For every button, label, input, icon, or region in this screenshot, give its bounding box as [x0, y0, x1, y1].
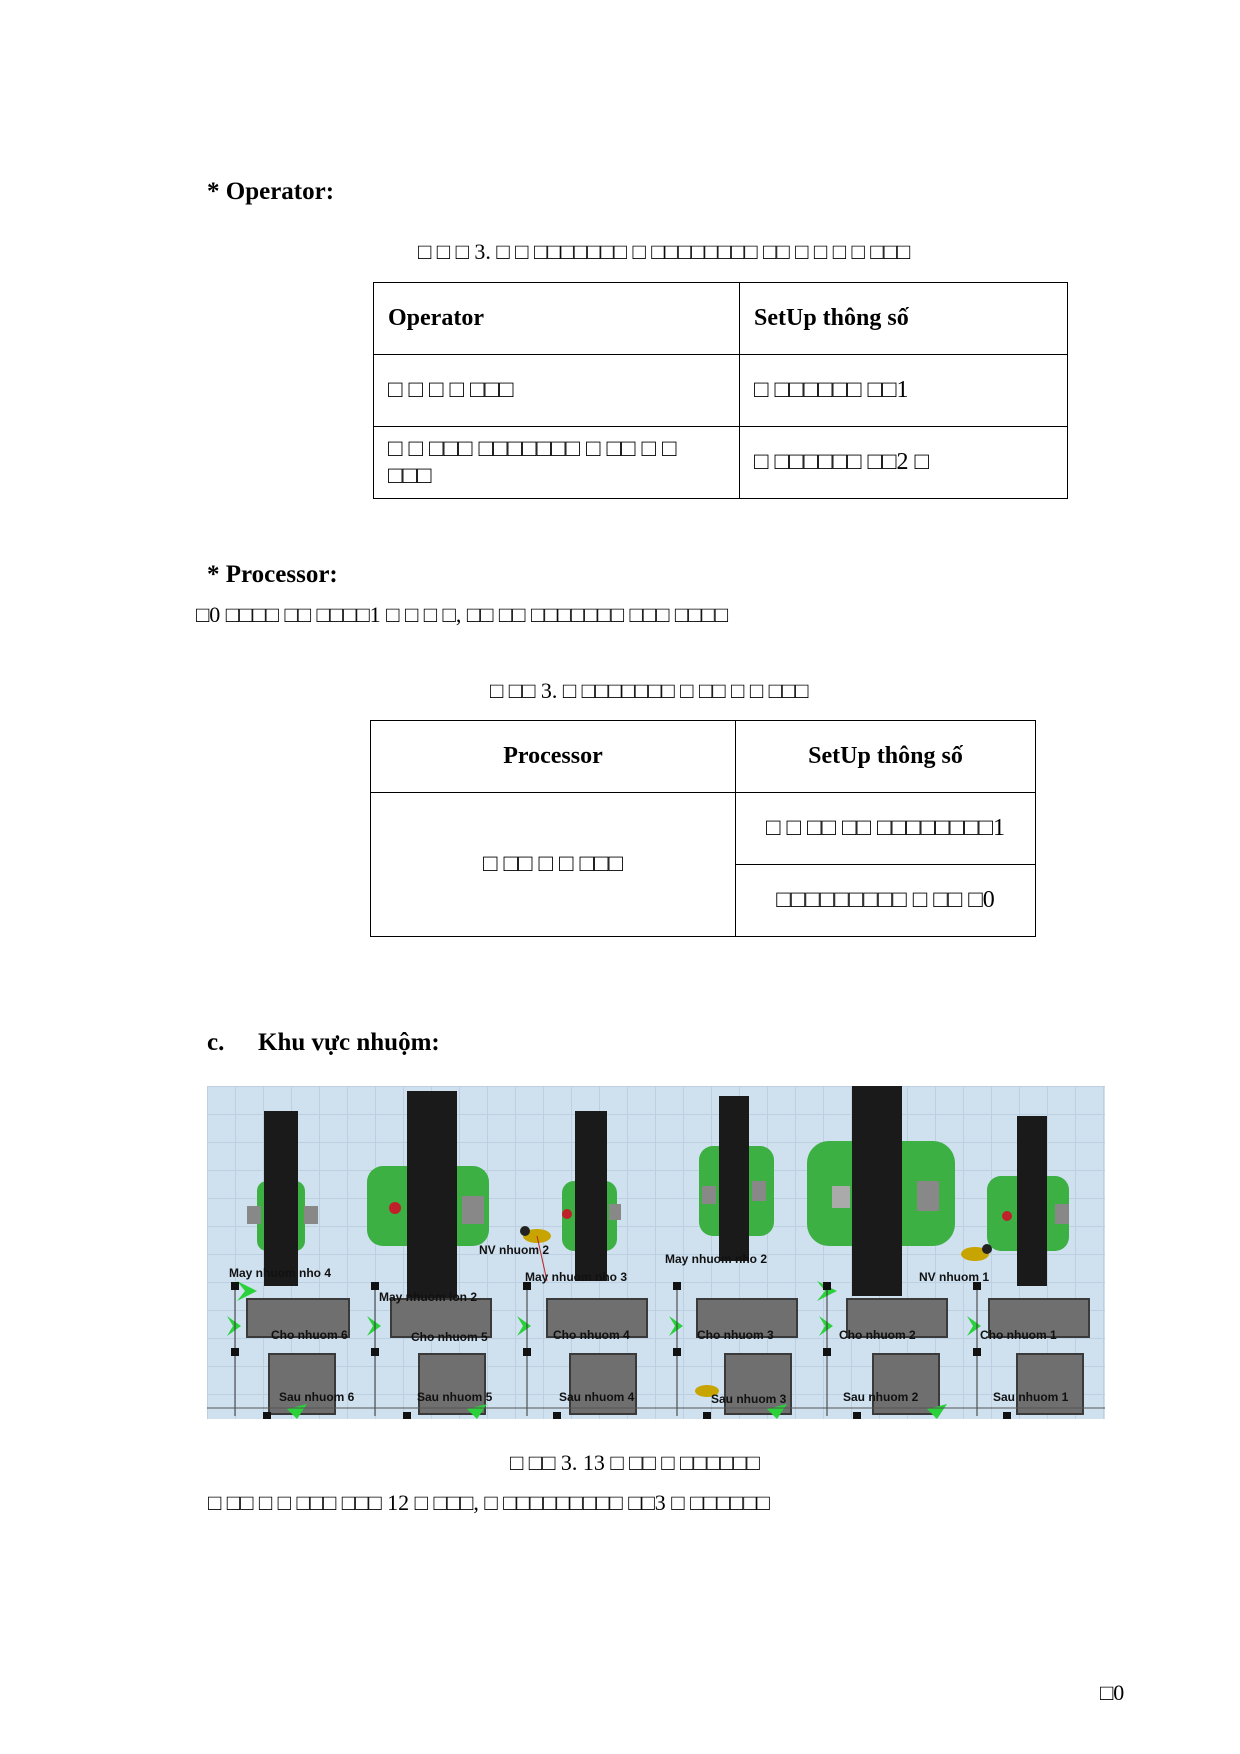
- node-markers: [231, 1282, 1011, 1419]
- figure-caption: □ □□ 3. 13 □ □□ □ □□□□□□: [510, 1450, 760, 1475]
- machine-nho-1: [987, 1116, 1069, 1286]
- table2-cell: □□□□□□□□□ □ □□ □0: [735, 864, 1036, 937]
- label-cho-4: Cho nhuom 4: [553, 1328, 630, 1342]
- label-nv-1: NV nhuom 1: [919, 1270, 990, 1284]
- sau-queues: [268, 1353, 1084, 1415]
- table1-cell: □ □ □□□ □□□□□□□ □ □□ □ □ □□□: [373, 426, 740, 499]
- cho-queues: [246, 1298, 1090, 1338]
- scene-grid: [207, 1086, 1105, 1419]
- label-cho-2: Cho nhuom 2: [839, 1328, 916, 1342]
- table1-cell: □ □ □ □ □□□: [373, 354, 740, 427]
- table1-header-setup: SetUp thông số: [739, 282, 1068, 355]
- label-sau-5: Sau nhuom 5: [417, 1390, 493, 1404]
- table2-header-setup: SetUp thông số: [735, 720, 1036, 793]
- dyeing-heading: Khu vực nhuộm:: [258, 1029, 440, 1056]
- machine-nho-2: [699, 1096, 774, 1261]
- operator-heading: * Operator:: [207, 178, 335, 205]
- processor-heading: * Processor:: [207, 561, 338, 588]
- processor-text: □0 □□□□ □□ □□□□1 □ □ □ □, □□ □□ □□□□□□□ …: [196, 602, 729, 627]
- label-cho-1: Cho nhuom 1: [980, 1328, 1057, 1342]
- label-cho-6: Cho nhuom 6: [271, 1328, 348, 1342]
- label-nv-2: NV nhuom 2: [479, 1243, 550, 1257]
- page-number: □0: [1100, 1680, 1125, 1705]
- table2-header-processor: Processor: [370, 720, 736, 793]
- machine-nho-3: [562, 1111, 621, 1281]
- table1-cell: □ □□□□□□ □□1: [739, 354, 1068, 427]
- label-cho-5: Cho nhuom 5: [411, 1330, 488, 1344]
- processor-table: Processor SetUp thông số □ □□ □ □ □□□ □ …: [370, 720, 1036, 937]
- label-sau-4: Sau nhuom 4: [559, 1390, 635, 1404]
- dyeing-letter: c.: [207, 1029, 225, 1056]
- machine-nho-4: [247, 1111, 318, 1286]
- worker-nv-2: [520, 1226, 551, 1243]
- table2-row-label: □ □□ □ □ □□□: [370, 792, 736, 937]
- label-may-nho-3: May nhuom nho 3: [525, 1270, 627, 1284]
- machine-lon-1: [807, 1086, 955, 1296]
- label-may-lon-2: May nhuom lon 2: [379, 1290, 478, 1304]
- table2-cell: □ □ □□ □□ □□□□□□□□1: [735, 792, 1036, 865]
- operator-table: Operator SetUp thông số □ □ □ □ □□□ □ □□…: [373, 282, 1068, 499]
- label-sau-6: Sau nhuom 6: [279, 1390, 355, 1404]
- label-sau-2: Sau nhuom 2: [843, 1390, 919, 1404]
- label-cho-3: Cho nhuom 3: [697, 1328, 774, 1342]
- scene-drawing: [207, 1086, 1105, 1419]
- figure-text: □ □□ □ □ □□□ □□□ 12 □ □□□, □ □□□□□□□□□ □…: [208, 1490, 770, 1515]
- table2-caption: □ □□ 3. □ □□□□□□□ □ □□ □ □ □□□: [490, 678, 809, 703]
- label-may-nho-4: May nhuom nho 4: [229, 1266, 331, 1280]
- machine-lon-2: [367, 1091, 489, 1316]
- table1-header-operator: Operator: [373, 282, 740, 355]
- worker-nv-1: [961, 1244, 992, 1261]
- table1-caption: □ □ □ 3. □ □ □□□□□□□ □ □□□□□□□□ □□ □ □ □…: [418, 239, 911, 264]
- label-may-nho-2: May nhuom nho 2: [665, 1252, 767, 1266]
- label-sau-3: Sau nhuom 3: [711, 1392, 787, 1406]
- label-sau-1: Sau nhuom 1: [993, 1390, 1069, 1404]
- table1-cell: □ □□□□□□ □□2 □: [739, 426, 1068, 499]
- worker-nv-3: [695, 1385, 719, 1397]
- dyeing-area-figure: May nhuom nho 4 May nhuom lon 2 May nhuo…: [207, 1086, 1105, 1419]
